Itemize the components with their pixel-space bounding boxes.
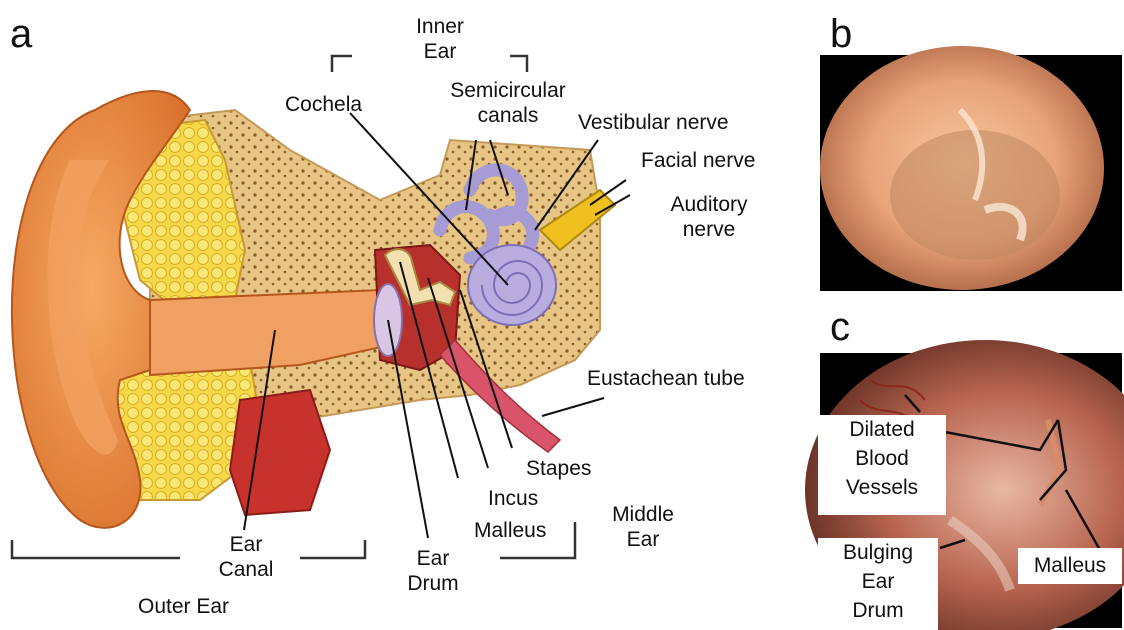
- label-cochela: Cochela: [285, 92, 362, 117]
- label-outer-ear: Outer Ear: [138, 594, 229, 619]
- panel-letter-b: b: [830, 12, 852, 56]
- label-ear-drum-line2: Drum: [398, 571, 468, 596]
- label-eustachean-tube: Eustachean tube: [587, 366, 745, 391]
- label-bulging-line2: Ear: [818, 567, 938, 596]
- label-malleus: Malleus: [474, 518, 546, 543]
- label-bulging-line1: Bulging: [818, 538, 938, 567]
- label-facial-nerve: Facial nerve: [641, 148, 755, 173]
- label-inner-ear-line1: Inner: [395, 14, 485, 39]
- label-middle-ear-line1: Middle: [598, 502, 688, 527]
- label-auditory-line2: nerve: [654, 217, 764, 242]
- label-semicircular-line2: canals: [432, 103, 584, 128]
- label-auditory-line1: Auditory: [654, 192, 764, 217]
- label-dilated-blood-vessels: Dilated Blood Vessels: [818, 415, 946, 515]
- label-ear-drum-line1: Ear: [398, 546, 468, 571]
- label-semicircular-line1: Semicircular: [432, 78, 584, 103]
- muscle: [230, 390, 330, 515]
- label-vestibular-nerve: Vestibular nerve: [578, 110, 729, 135]
- label-ear-canal: Ear Canal: [206, 532, 286, 582]
- label-stapes: Stapes: [526, 456, 591, 481]
- label-inner-ear: Inner Ear: [395, 14, 485, 64]
- panel-letter-a: a: [10, 12, 32, 56]
- panel-letter-c: c: [830, 305, 850, 349]
- label-malleus-photo: Malleus: [1018, 548, 1122, 584]
- label-dilated-line3: Vessels: [818, 473, 946, 502]
- label-semicircular-canals: Semicircular canals: [432, 78, 584, 128]
- label-ear-canal-line1: Ear: [206, 532, 286, 557]
- label-middle-ear-line2: Ear: [598, 527, 688, 552]
- label-ear-canal-line2: Canal: [206, 557, 286, 582]
- label-bulging-ear-drum: Bulging Ear Drum: [818, 538, 938, 630]
- panel-a-artwork: [12, 91, 615, 528]
- label-incus: Incus: [488, 486, 538, 511]
- label-middle-ear: Middle Ear: [598, 502, 688, 552]
- label-bulging-line3: Drum: [818, 596, 938, 625]
- label-inner-ear-line2: Ear: [395, 39, 485, 64]
- label-dilated-line2: Blood: [818, 444, 946, 473]
- panel-b-photo: [820, 46, 1122, 291]
- outer-ear-bracket: [12, 540, 365, 558]
- label-dilated-line1: Dilated: [818, 415, 946, 444]
- label-ear-drum: Ear Drum: [398, 546, 468, 596]
- label-auditory-nerve: Auditory nerve: [654, 192, 764, 242]
